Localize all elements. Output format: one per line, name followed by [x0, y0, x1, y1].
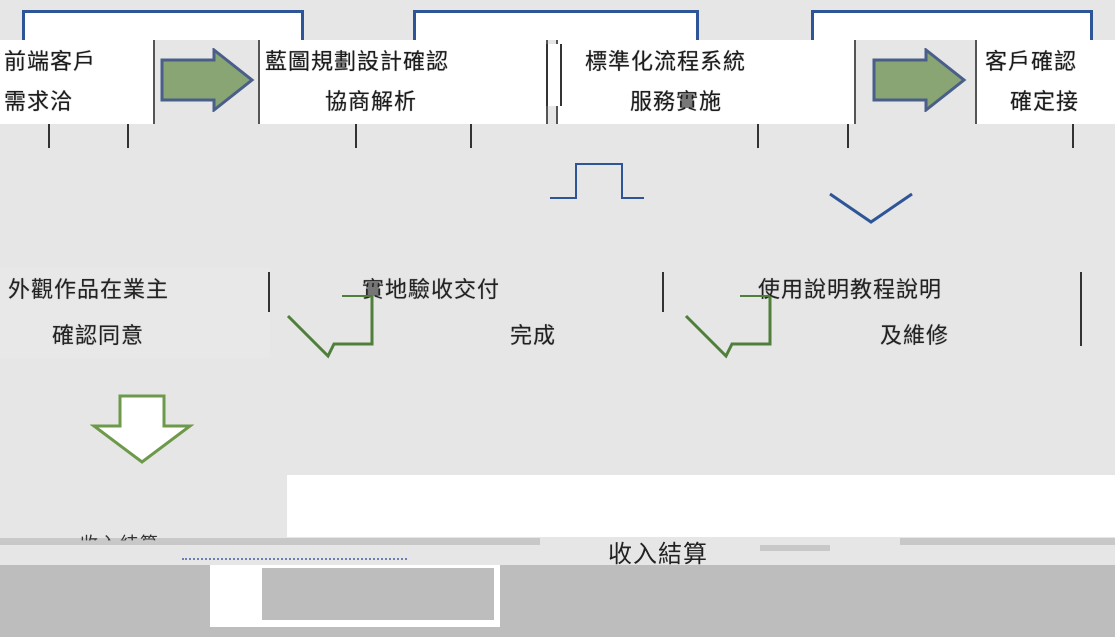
divider-line	[900, 538, 1115, 545]
tick-line	[662, 272, 664, 312]
middle-item-1-line2: 確認同意	[52, 324, 145, 349]
divider-line	[760, 545, 830, 551]
arrow-down-icon	[90, 394, 194, 464]
arrow-right-icon	[872, 48, 967, 112]
bottom-panel	[287, 475, 1115, 537]
step1-line2: 需求洽	[4, 90, 74, 115]
connector-arrow-icon	[684, 295, 772, 359]
step1-line1: 前端客戶	[4, 50, 97, 75]
middle-item-1-line1: 外觀作品在業主	[8, 278, 170, 303]
tick-line	[757, 124, 759, 148]
tick-line	[355, 124, 357, 148]
step4-line1: 客戶確認	[985, 50, 1078, 75]
bottom-inner-box	[262, 568, 494, 620]
step2-line2: 協商解析	[325, 90, 418, 115]
process-box-2	[258, 40, 548, 124]
middle-item-3-line2: 及維修	[880, 324, 950, 349]
connector-arrow-icon	[286, 295, 374, 359]
step4-line2: 確定接	[1010, 90, 1080, 115]
tick-line	[48, 124, 50, 148]
arrow-right-icon	[160, 48, 255, 112]
connector-elbow	[550, 163, 644, 199]
tick-line	[847, 124, 849, 148]
divider-line	[0, 538, 540, 545]
tick-line	[1080, 272, 1082, 346]
tick-line	[268, 272, 270, 312]
tick-line	[1072, 124, 1074, 148]
process-box-3	[556, 40, 856, 124]
bottom-left-label: 收入結算	[80, 530, 160, 540]
process-box-4	[975, 40, 1115, 124]
chevron-down-icon	[829, 192, 913, 224]
tick-line	[127, 124, 129, 148]
middle-item-2-line2: 完成	[510, 324, 557, 349]
step3-line2: 服務實施	[630, 90, 723, 115]
top-frame-2	[413, 10, 699, 40]
middle-item-2-line1: 實地驗收交付	[362, 278, 501, 303]
middle-item-3-line1: 使用說明教程說明	[758, 278, 943, 303]
top-frame-3	[811, 10, 1093, 40]
divider-block	[546, 44, 562, 106]
process-box-1	[0, 40, 155, 124]
step3-line1: 標準化流程系統	[585, 50, 747, 75]
top-frame-1	[22, 10, 304, 40]
bottom-center-label: 收入結算	[608, 540, 708, 568]
bottom-band	[0, 565, 1115, 637]
step2-line1: 藍圖規劃設計確認	[265, 50, 450, 75]
middle-item-1	[0, 268, 270, 358]
dotted-underline	[182, 558, 407, 562]
tick-line	[470, 124, 472, 148]
